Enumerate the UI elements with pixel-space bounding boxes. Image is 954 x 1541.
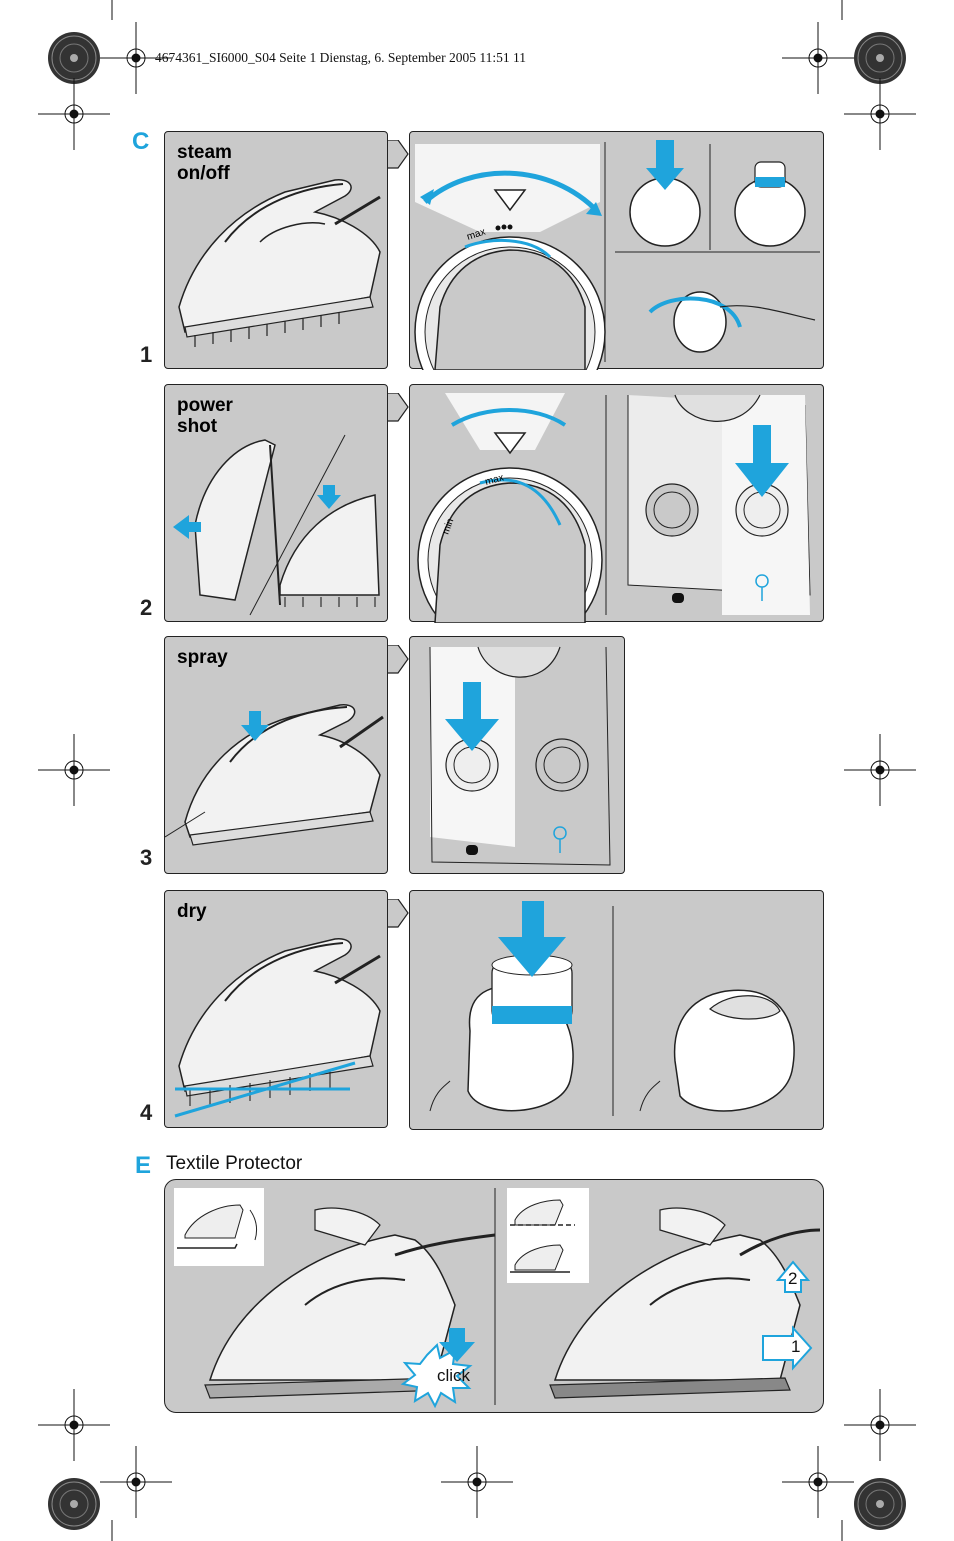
step-2-detail-panel: max min — [409, 384, 824, 623]
section-letter-e: E — [135, 1152, 152, 1179]
registration-mark-top-left — [46, 30, 102, 86]
step-number-3: 3 — [140, 845, 153, 870]
step-4-iron-panel: dry — [164, 890, 388, 1128]
step-3-title: spray — [177, 647, 228, 668]
arrow-badge-1: 1 — [791, 1337, 801, 1356]
power-shot-iron-illustration — [173, 434, 380, 616]
step-number-2: 2 — [140, 595, 153, 620]
dry-knob-illustration — [429, 901, 795, 1116]
step-4-detail-panel — [409, 890, 824, 1130]
dry-iron-illustration — [174, 938, 381, 1118]
step-1-iron-panel: steam on/off — [164, 131, 388, 369]
step-3-iron-panel: spray — [164, 636, 388, 874]
registration-mark-bottom-left — [46, 1476, 102, 1532]
power-shot-dial-illustration: max min — [417, 393, 811, 623]
click-label: click — [437, 1366, 471, 1385]
step-1-pointer — [388, 140, 409, 169]
arrow-badge-2: 2 — [788, 1269, 798, 1288]
spray-iron-illustration — [165, 704, 384, 846]
step-4-pointer — [388, 899, 409, 928]
step-number-4: 4 — [140, 1100, 153, 1125]
registration-mark-bottom-right — [852, 1476, 908, 1532]
step-4-title: dry — [177, 901, 207, 922]
step-2-pointer — [388, 393, 409, 422]
dial-min-label: min — [440, 517, 456, 536]
step-3-detail-panel — [409, 636, 625, 874]
step-2-iron-panel: power shot — [164, 384, 388, 622]
step-1-detail-panel: max — [409, 131, 824, 370]
step-1-title: steam on/off — [177, 142, 232, 184]
textile-protector-illustration — [174, 1188, 821, 1409]
section-letter-c: C — [132, 128, 150, 155]
step-number-1: 1 — [140, 342, 153, 367]
dial-max-label-2: max — [484, 472, 505, 488]
print-header: 4674361_SI6000_S04 Seite 1 Dienstag, 6. … — [155, 50, 526, 65]
step-3-pointer — [388, 645, 409, 674]
registration-mark-top-right — [852, 30, 908, 86]
textile-protector-panel: click 2 1 — [164, 1179, 824, 1413]
section-e-title: Textile Protector — [166, 1153, 303, 1174]
step-2-title: power shot — [177, 395, 233, 437]
steam-iron-illustration — [178, 179, 381, 347]
steam-dial-illustration: max — [414, 140, 820, 370]
spray-button-illustration — [429, 646, 611, 866]
